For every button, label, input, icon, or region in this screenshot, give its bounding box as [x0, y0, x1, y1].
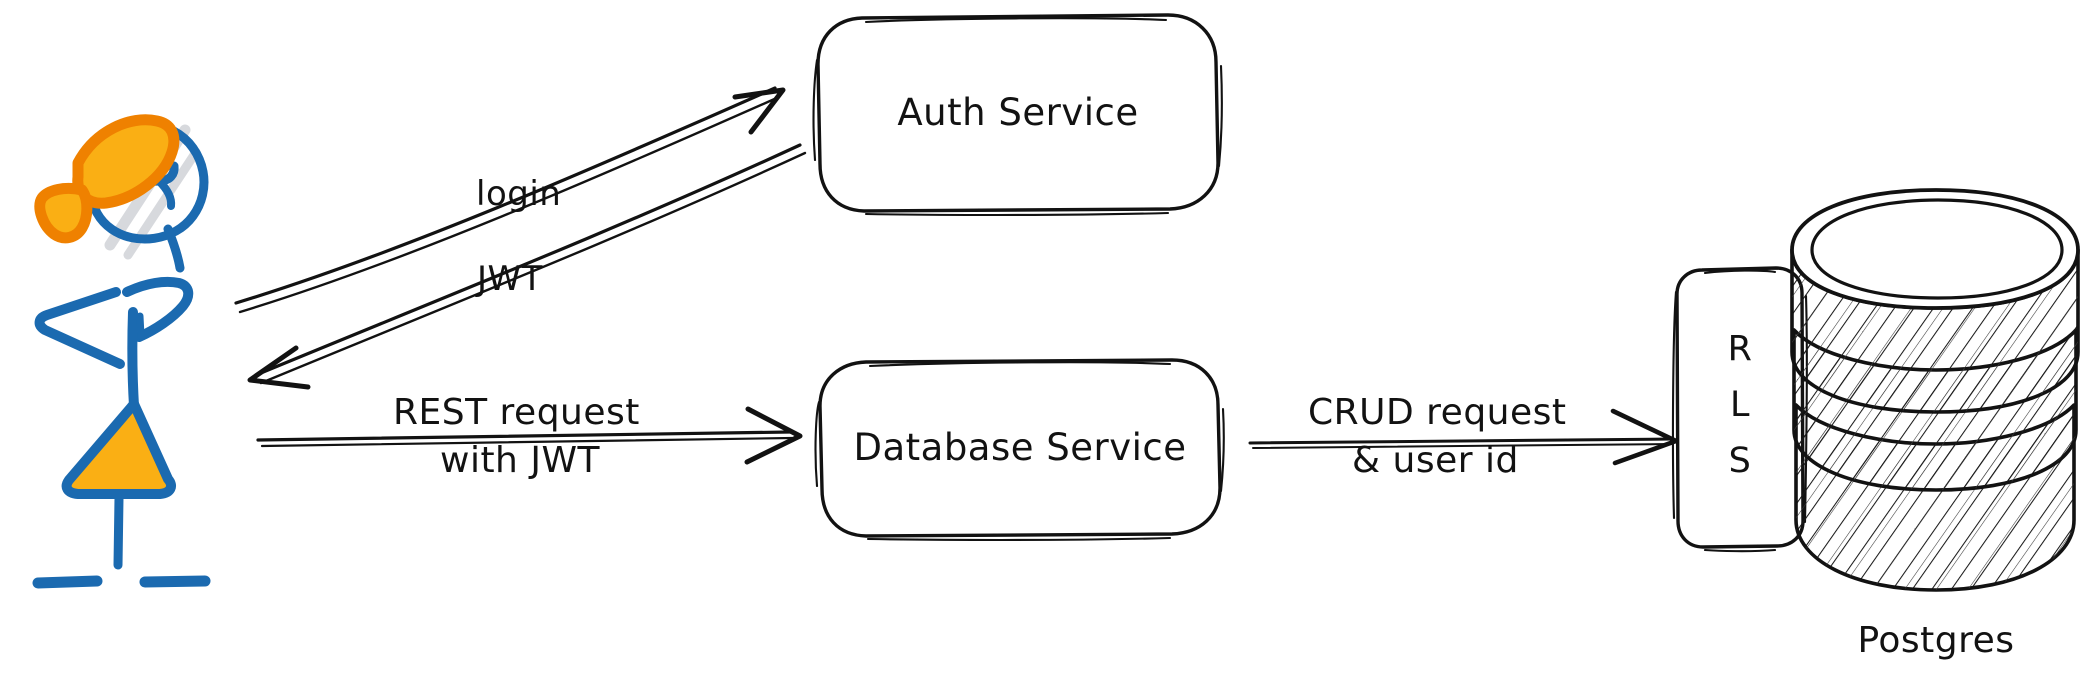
auth-service-box[interactable] — [816, 13, 1220, 213]
leg-icon — [113, 493, 124, 570]
left-foot-icon — [32, 575, 103, 589]
rls-letter-s: S — [1729, 441, 1752, 481]
edge-jwt-label: JWT — [475, 259, 543, 299]
edge-rest-label-line1: REST request — [393, 392, 640, 433]
edge-rest-label-line2: with JWT — [440, 440, 601, 481]
node-database-service[interactable]: Database Service — [814, 358, 1225, 542]
database-service-box[interactable] — [818, 358, 1222, 538]
edge-login: login — [234, 86, 786, 314]
auth-service-box-sketch — [812, 17, 1223, 217]
node-postgres-database[interactable]: Postgres — [1790, 188, 2080, 661]
edge-login-line-double — [238, 95, 781, 314]
rls-letter-r: R — [1728, 329, 1753, 369]
database-service-label: Database Service — [853, 426, 1186, 469]
torso-tick-icon — [136, 312, 145, 340]
edge-jwt-line-double — [259, 151, 807, 385]
edge-crud-line-double — [1252, 443, 1673, 449]
edge-crud-line — [1248, 437, 1674, 445]
edge-crud-label-line2: & user id — [1352, 440, 1519, 481]
torso-icon — [127, 307, 139, 411]
right-arm-icon — [122, 276, 194, 342]
skirt-icon — [61, 399, 176, 499]
edge-login-label: login — [476, 174, 561, 214]
hat-bow-icon — [72, 114, 180, 209]
edge-jwt-arrowhead-icon — [247, 345, 311, 390]
edge-jwt: JWT — [247, 143, 807, 390]
auth-service-label: Auth Service — [897, 91, 1138, 134]
edge-rest-request: REST request with JWT — [256, 392, 803, 481]
edge-crud-label-line1: CRUD request — [1308, 392, 1567, 433]
edge-rest-line — [256, 430, 792, 442]
edge-rest-arrowhead-icon — [744, 406, 803, 465]
edge-crud-arrowhead-icon — [1610, 408, 1679, 466]
right-foot-icon — [139, 575, 211, 588]
edge-login-line — [234, 86, 777, 305]
db-segment-top-hatch2 — [1792, 250, 2078, 412]
hat-tail-icon — [34, 182, 93, 244]
edge-login-arrowhead-icon — [732, 87, 786, 135]
edge-jwt-line — [254, 143, 802, 377]
edge-rest-line-double — [260, 436, 794, 448]
postgres-label: Postgres — [1857, 620, 2014, 661]
db-top-ellipse-inner — [1810, 198, 2064, 300]
neck-icon — [163, 224, 185, 273]
node-rls[interactable]: R L S — [1671, 266, 1808, 553]
left-arm-icon — [34, 287, 125, 369]
chin-icon — [155, 177, 176, 210]
user-stick-figure — [32, 114, 211, 589]
rls-letter-l: L — [1730, 385, 1750, 425]
edge-crud-request: CRUD request & user id — [1248, 392, 1679, 481]
database-service-box-sketch — [814, 361, 1225, 542]
node-auth-service[interactable]: Auth Service — [812, 13, 1223, 217]
